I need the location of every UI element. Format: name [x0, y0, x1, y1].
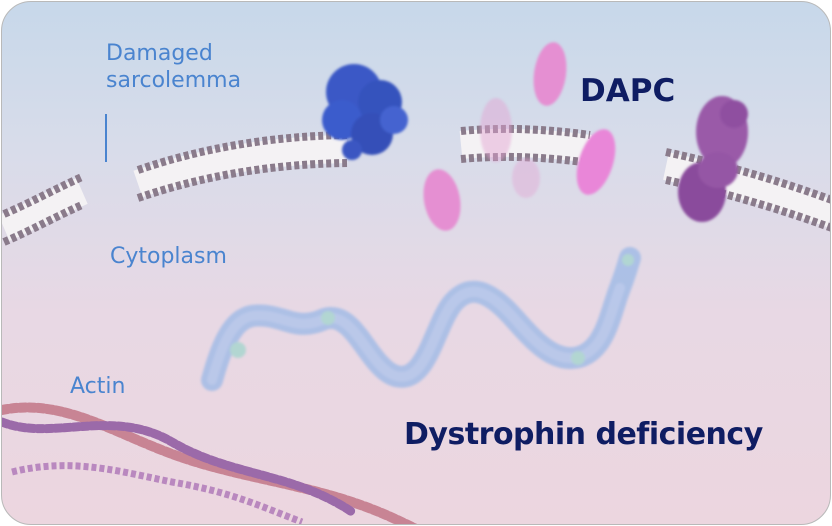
- dapc-component-top: [533, 42, 567, 106]
- purple-protein: [678, 96, 748, 222]
- dapc-component-bottom: [423, 169, 461, 231]
- label-pointer-line: [105, 114, 107, 162]
- label-damaged-line2: sarcolemma: [106, 68, 242, 93]
- label-damaged-line1: Damaged: [106, 41, 213, 66]
- dapc-component-faded-center: [512, 158, 540, 198]
- label-cytoplasm: Cytoplasm: [110, 244, 227, 269]
- dystrophin-chain: [201, 247, 641, 391]
- title-dystrophin-deficiency: Dystrophin deficiency: [404, 417, 763, 452]
- membrane-segment-right-center: [459, 124, 592, 167]
- membrane-segment-left: [2, 173, 88, 246]
- dapc-component-right: [576, 129, 616, 195]
- actin-filament: [2, 402, 418, 524]
- label-actin: Actin: [70, 374, 126, 399]
- title-dapc: DAPC: [580, 73, 676, 109]
- blue-protein-complex: [322, 64, 408, 160]
- dapc-component-faded-left: [480, 98, 512, 162]
- membrane-segment-center: [133, 131, 348, 202]
